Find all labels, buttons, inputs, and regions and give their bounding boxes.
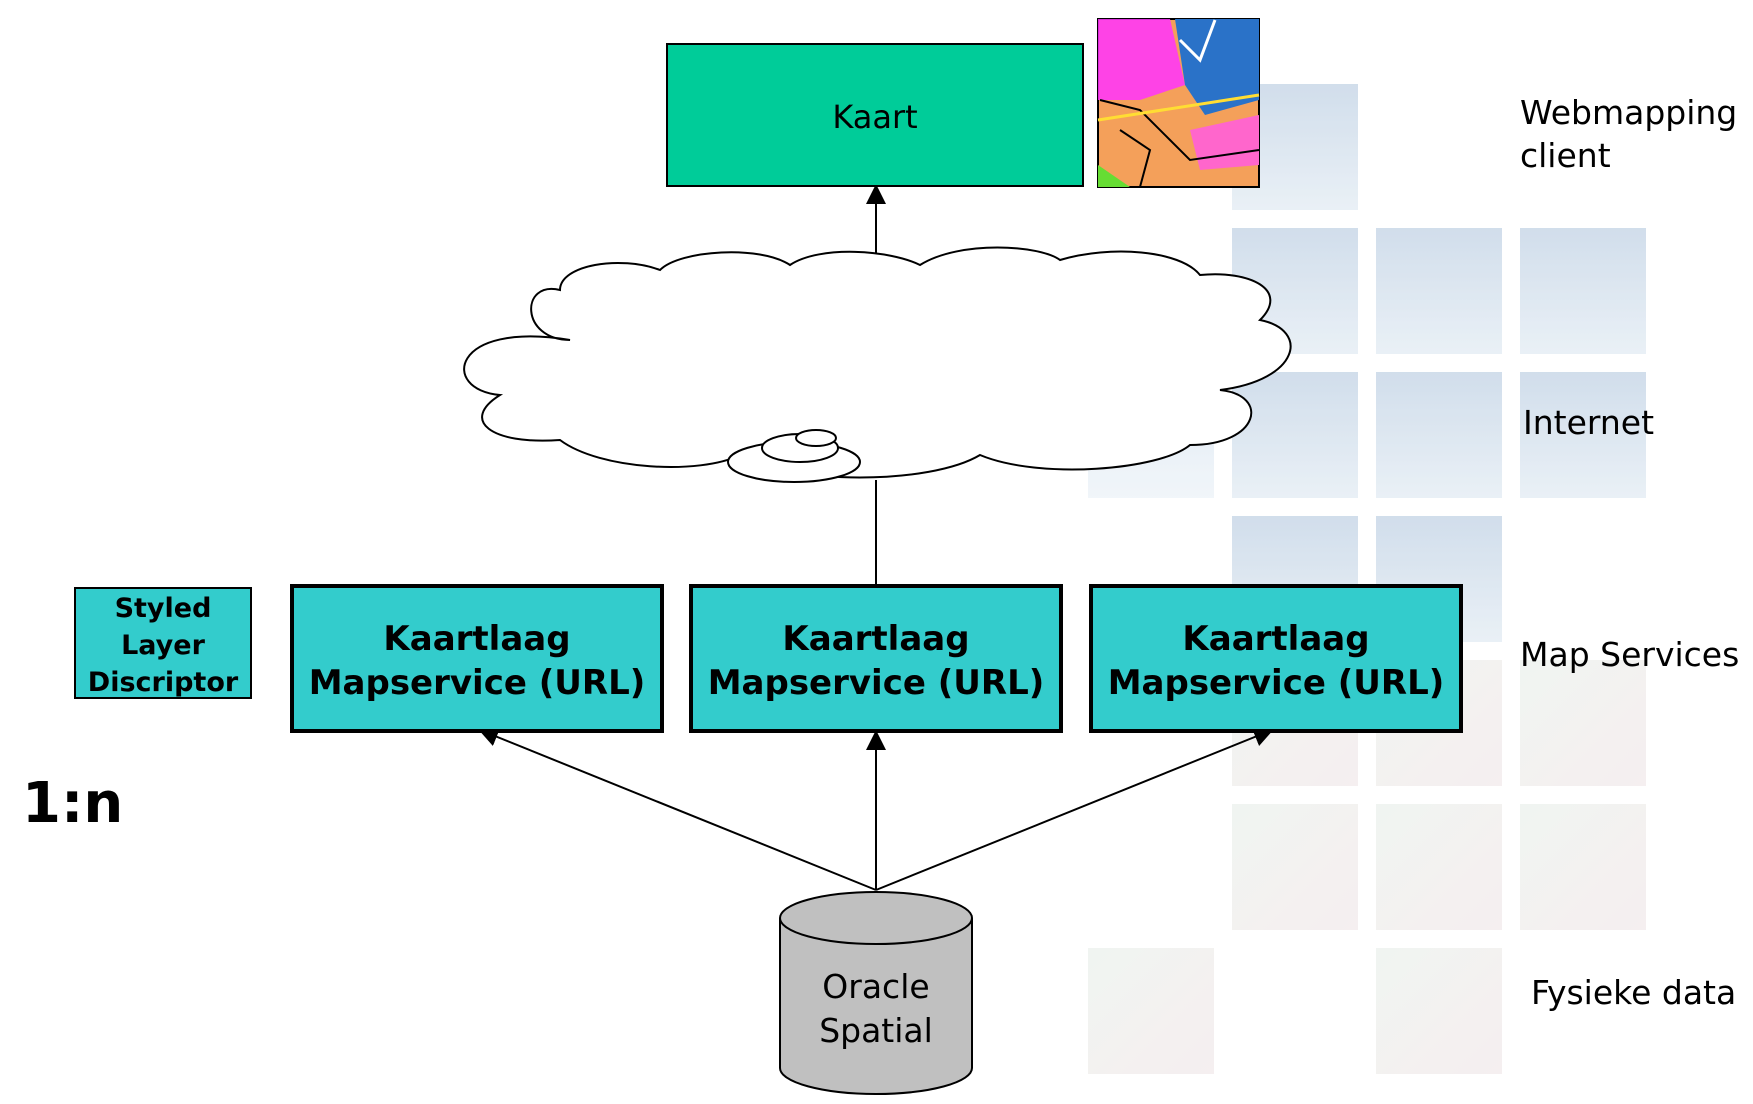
kaart-box: Kaart [666, 43, 1084, 187]
map-thumbnail [1097, 18, 1260, 188]
kaart-label: Kaart [832, 98, 917, 136]
arrow-db-to-service-left [478, 727, 877, 891]
service-2-line-1: Kaartlaag [782, 619, 969, 659]
service-2-line-2: Mapservice (URL) [708, 663, 1045, 703]
service-3-line-1: Kaartlaag [1182, 619, 1369, 659]
layer-labels: Webmapping client Internet Map Services … [1520, 93, 1748, 1012]
sld-line-3: Discriptor [88, 667, 239, 698]
service-box-1: Kaartlaag Mapservice (URL) [290, 584, 664, 733]
label-webmapping-client: Webmapping client [1520, 93, 1748, 175]
internet-cloud [463, 246, 1292, 483]
db-line-1: Oracle [822, 967, 929, 1006]
db-line-2: Spatial [819, 1011, 933, 1050]
label-fysieke-data: Fysieke data [1531, 973, 1736, 1012]
background-tiles [1088, 84, 1646, 1074]
service-box-2: Kaartlaag Mapservice (URL) [689, 584, 1063, 733]
service-1-line-2: Mapservice (URL) [309, 663, 646, 703]
sld-line-2: Layer [121, 630, 206, 661]
service-1-line-1: Kaartlaag [383, 619, 570, 659]
service-box-3: Kaartlaag Mapservice (URL) [1089, 584, 1463, 733]
label-map-services: Map Services [1520, 635, 1739, 674]
arrow-db-to-service-right [875, 727, 1274, 891]
connectors [478, 184, 1274, 891]
sld-line-1: Styled [115, 593, 212, 624]
ratio-label: 1:n [22, 771, 123, 836]
label-internet: Internet [1523, 403, 1654, 442]
sld-box: Styled Layer Discriptor [74, 587, 252, 699]
service-3-line-2: Mapservice (URL) [1108, 663, 1445, 703]
database-cylinder: Oracle Spatial [779, 891, 973, 1095]
